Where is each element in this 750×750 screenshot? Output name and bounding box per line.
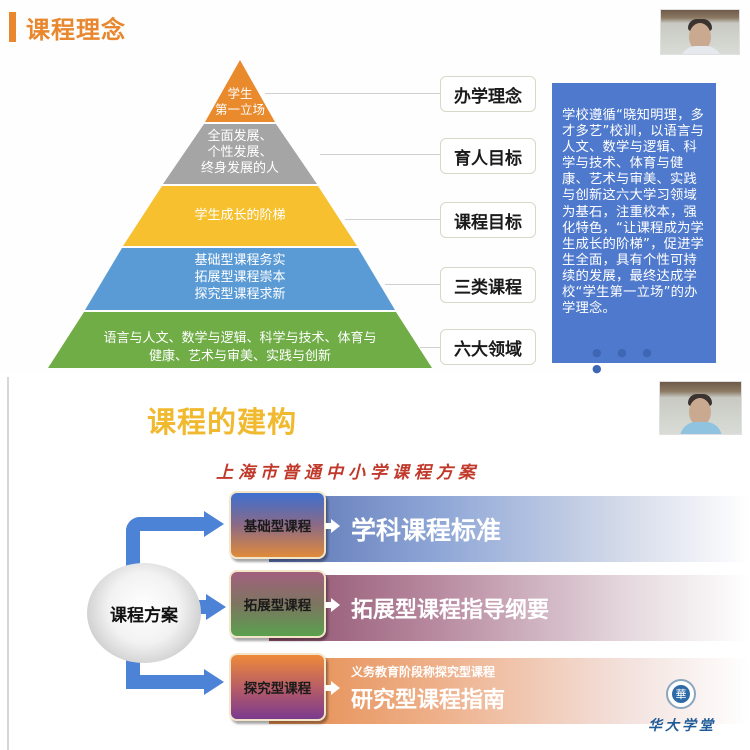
- course-box-basic: 基础型课程: [229, 491, 326, 559]
- arrow-right-icon: [204, 669, 224, 695]
- course-doc-extended: 拓展型课程指导纲要: [351, 598, 550, 623]
- connector-line: [345, 219, 441, 220]
- connector-line: [420, 347, 441, 348]
- connector-line: [320, 154, 441, 155]
- arrow-right-icon: [331, 519, 340, 533]
- pyramid-level-1: [205, 60, 275, 122]
- webcam-video-icon[interactable]: [660, 9, 740, 55]
- huada-logo: 華 华大学堂: [646, 679, 718, 749]
- label-education-goal: 育人目标: [440, 138, 536, 174]
- pyramid-text-1: 学生 第一立场: [214, 86, 265, 117]
- label-six-domains: 六大领域: [440, 329, 536, 365]
- info-panel: 学校遵循“晓知明理，多才多艺”校训，以语言与人文、数学与逻辑、科学与技术、体育与…: [552, 83, 716, 376]
- label-course-goal: 课程目标: [440, 202, 536, 238]
- pyramid-level-5: [48, 312, 432, 368]
- pyramid-level-3: [123, 186, 357, 246]
- course-row-basic: 基础型课程 学科课程标准: [229, 491, 749, 562]
- pyramid-text-5: 语言与人文、数学与逻辑、科学与技术、体育与 健康、艺术与审美、实践与创新: [103, 331, 377, 364]
- pyramid-text-4: 基础型课程务实 拓展型课程崇本 探究型课程求新: [194, 253, 286, 302]
- pyramid-level-2: [163, 124, 317, 184]
- hub-label: 课程方案: [110, 605, 178, 626]
- webcam-video-icon[interactable]: [659, 381, 742, 435]
- course-row-extended: 拓展型课程 拓展型课程指导纲要: [229, 570, 749, 641]
- arrow-shaft-middle: [199, 600, 209, 614]
- label-school-philosophy: 办学理念: [440, 76, 536, 112]
- course-band: [269, 496, 749, 562]
- slide-title: 课程的建构: [147, 405, 298, 439]
- slide-course-construction: 课程的建构 上海市普通中小学课程方案 课程方案 基础型课程 学科课程标准 拓展型…: [7, 377, 750, 750]
- arrow-shaft-top: [126, 517, 206, 531]
- info-panel-text: 学校遵循“晓知明理，多才多艺”校训，以语言与人文、数学与逻辑、科学与技术、体育与…: [562, 108, 705, 317]
- arrow-right-icon: [206, 594, 226, 620]
- title-accent-bar: [9, 12, 16, 42]
- pyramid-level-4: [85, 248, 395, 310]
- logo-text: 华大学堂: [648, 718, 716, 734]
- course-doc-basic: 学科课程标准: [351, 516, 502, 545]
- pyramid-diagram: [48, 60, 432, 368]
- arrow-shaft-bottom: [126, 675, 206, 689]
- course-box-extended: 拓展型课程: [229, 570, 326, 638]
- arrow-right-icon: [331, 681, 340, 695]
- course-doc-inquiry-note: 义务教育阶段称探究型课程: [351, 665, 496, 679]
- connector-line: [265, 93, 441, 94]
- course-plan-hub: 课程方案: [87, 563, 201, 663]
- course-band: [269, 575, 749, 641]
- arrow-right-icon: [331, 598, 340, 612]
- logo-emblem-icon: 華: [666, 679, 696, 709]
- label-three-course-types: 三类课程: [440, 267, 536, 303]
- course-box-inquiry: 探究型课程: [229, 653, 326, 721]
- watermark: ● ● ● ●: [592, 346, 658, 376]
- slide-course-philosophy: 课程理念 学生 第一立场 全面发展、 个性发展、 终身发展的人 学生成长的阶梯 …: [0, 0, 750, 376]
- pyramid-text-3: 学生成长的阶梯: [194, 208, 286, 223]
- connector-line: [385, 284, 441, 285]
- course-doc-inquiry: 研究型课程指南: [351, 688, 506, 713]
- slide-title: 课程理念: [26, 16, 126, 44]
- arrow-right-icon: [204, 511, 224, 537]
- pyramid-text-2: 全面发展、 个性发展、 终身发展的人: [200, 129, 279, 176]
- slide-subtitle: 上海市普通中小学课程方案: [216, 463, 480, 483]
